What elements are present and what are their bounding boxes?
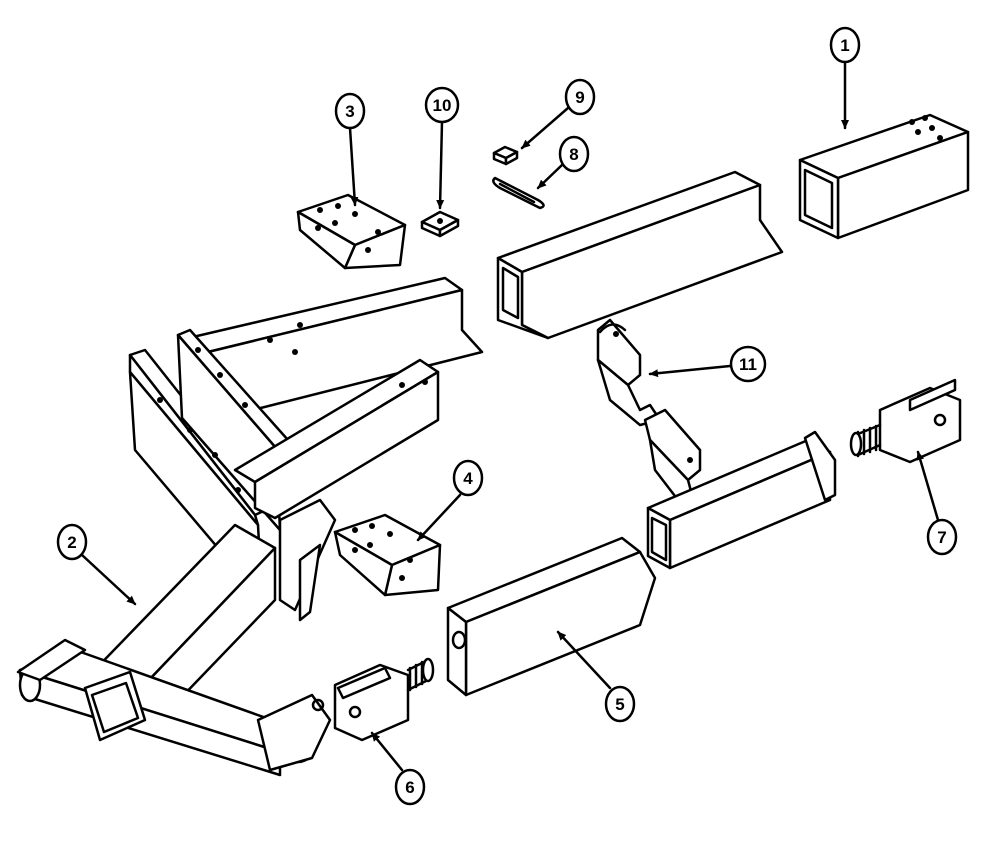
callout-9-leader (520, 106, 570, 150)
part-8-clip (492, 176, 545, 210)
callout-5-label: 5 (615, 695, 624, 714)
upper-rear-tube (496, 170, 784, 340)
part-1-tube-sleeve (798, 113, 970, 240)
callout-7-circle (926, 518, 958, 556)
part-4-mounting-bracket (333, 513, 442, 597)
part-11-link-plates (596, 318, 702, 502)
lower-right-tube (646, 430, 837, 570)
callout-8-label: 8 (569, 145, 578, 164)
callout-3-circle (334, 92, 366, 130)
callout-11-leader (648, 364, 732, 378)
callout-10-leader (436, 120, 445, 210)
callout-10-label: 10 (433, 96, 452, 115)
callout-7-label: 7 (937, 528, 946, 547)
part-2-a-frame-hitch (16, 276, 484, 777)
callout-2-label: 2 (67, 533, 76, 552)
part-5-tube (446, 536, 657, 697)
callout-10-circle (424, 86, 460, 124)
callout-11-circle (729, 345, 767, 383)
callout-5-leader (556, 630, 612, 690)
callout-11-label: 11 (739, 355, 757, 374)
callout-4-circle (452, 459, 484, 497)
callout-1-circle (829, 26, 861, 64)
callout-9-circle (564, 78, 596, 116)
callout-8-leader (536, 163, 564, 190)
callout-6-label: 6 (405, 778, 414, 797)
part-10-square-washer (420, 210, 460, 238)
callout-3-leader (348, 126, 359, 207)
callout-5-circle (604, 685, 636, 723)
callout-6-leader (370, 731, 404, 772)
part-9-nut (492, 145, 519, 166)
part-3-mounting-bracket (296, 193, 407, 270)
callout-2-circle (56, 523, 88, 561)
callout-8-circle (558, 135, 590, 173)
callout-7-leader (916, 450, 940, 522)
part-6-clevis (333, 657, 435, 742)
part-7-clevis (849, 378, 962, 464)
callouts: 1 2 3 10 9 8 11 4 5 (56, 26, 958, 806)
callout-4-label: 4 (463, 469, 473, 488)
callout-3-label: 3 (345, 102, 354, 121)
callout-6-circle (394, 768, 426, 806)
callout-4-leader (416, 493, 462, 542)
callout-1-label: 1 (840, 36, 849, 55)
callout-9-label: 9 (575, 88, 584, 107)
callout-2-leader (80, 553, 137, 606)
